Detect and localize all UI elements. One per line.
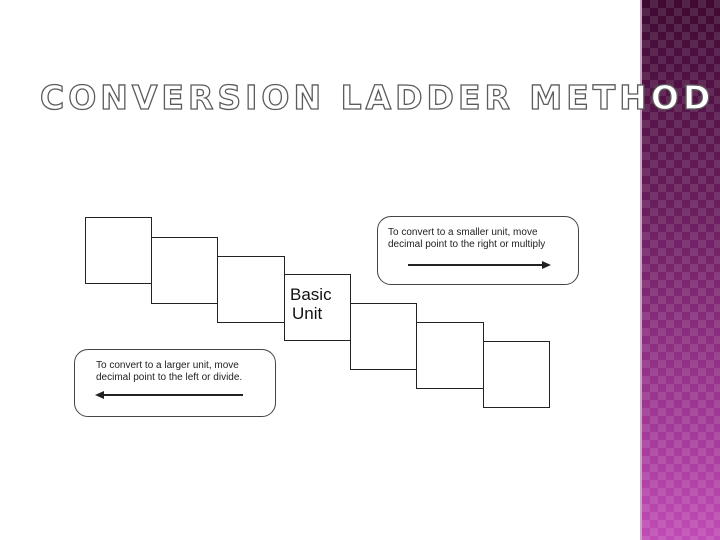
- right-arrow-head-icon: [542, 260, 551, 269]
- basic-unit-label-line1: Basic: [290, 285, 332, 304]
- ladder-step-3: [217, 256, 285, 323]
- basic-unit-label-line2: Unit: [292, 304, 323, 323]
- smaller-unit-note-text: To convert to a smaller unit, move decim…: [388, 227, 578, 251]
- smaller-unit-note-line2: decimal point to the right or multiply: [388, 239, 546, 250]
- smaller-unit-note-line1: To convert to a smaller unit, move: [388, 227, 538, 238]
- side-decoration-band: [642, 0, 720, 540]
- ladder-step-6: [416, 322, 484, 389]
- basic-unit-label: Basic Unit: [290, 285, 332, 323]
- larger-unit-note: To convert to a larger unit, move decima…: [74, 349, 276, 417]
- slide-title: CONVERSION LADDER METHOD: [39, 77, 715, 117]
- ladder-step-5: [350, 303, 417, 370]
- right-arrow-shaft: [408, 264, 544, 266]
- ladder-step-1: [85, 217, 152, 284]
- larger-unit-note-line2: decimal point to the left or divide.: [96, 372, 243, 383]
- left-arrow-shaft: [103, 394, 243, 396]
- larger-unit-note-line1: To convert to a larger unit, move: [96, 360, 239, 371]
- left-arrow-head-icon: [95, 390, 104, 399]
- larger-unit-note-text: To convert to a larger unit, move decima…: [96, 360, 274, 384]
- smaller-unit-note: To convert to a smaller unit, move decim…: [377, 216, 579, 285]
- ladder-step-7: [483, 341, 550, 408]
- ladder-step-2: [151, 237, 218, 304]
- side-band-edge: [640, 0, 642, 540]
